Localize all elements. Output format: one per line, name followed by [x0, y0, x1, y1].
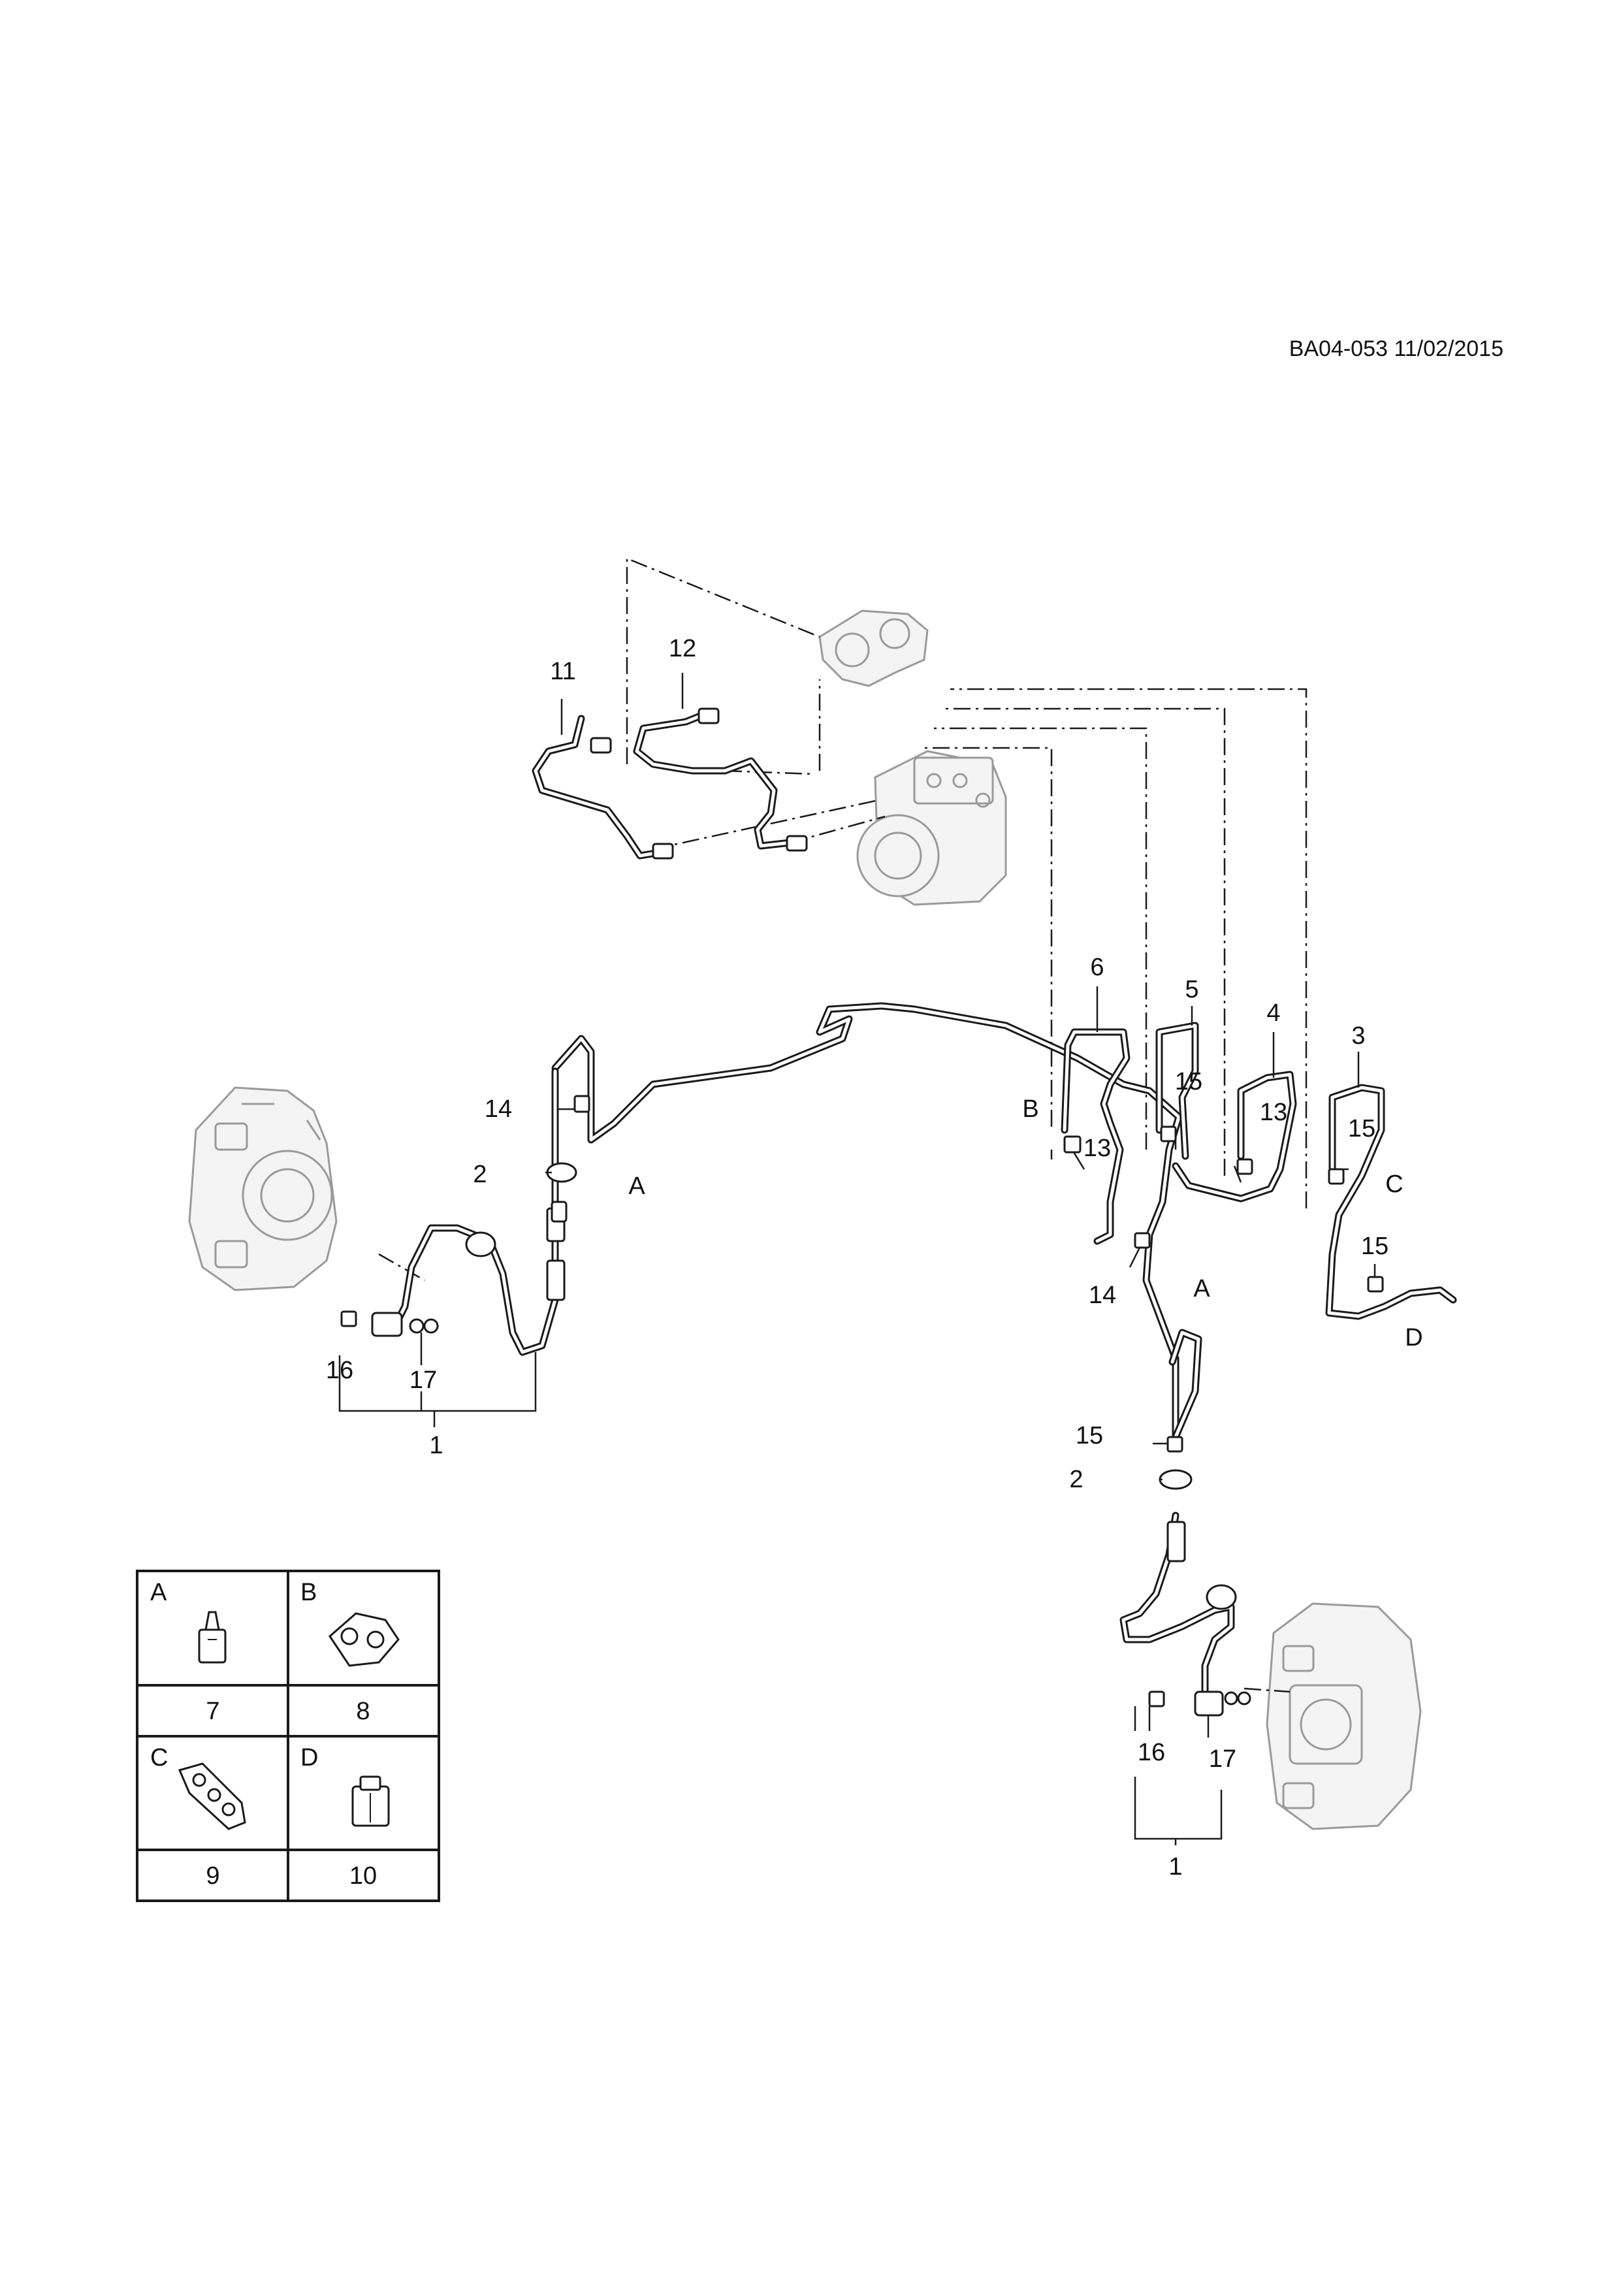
legend-number-9: 9 [206, 1862, 219, 1890]
fitting-14-left [573, 1095, 590, 1113]
letter-b: B [1022, 1095, 1038, 1123]
legend-number-7: 7 [206, 1698, 219, 1725]
legend-number-8: 8 [356, 1698, 370, 1725]
callout-16-a: 16 [326, 1357, 353, 1384]
callout-2-b: 2 [1069, 1466, 1083, 1493]
legend-number-10: 10 [349, 1862, 377, 1890]
clip-b-illustration [329, 1612, 400, 1667]
callout-5: 5 [1185, 976, 1198, 1003]
callouts: 11 12 6 5 4 3 15 13 15 13 14 2 15 14 15 … [326, 635, 1388, 1881]
callout-15-a: 15 [1175, 1068, 1202, 1095]
callout-17-a: 17 [409, 1366, 437, 1394]
callout-leaders [338, 673, 1376, 1845]
letter-a-left: A [628, 1172, 645, 1200]
callout-14-a: 14 [485, 1095, 512, 1123]
clip-d-illustration [351, 1775, 390, 1827]
letter-a-right: A [1193, 1275, 1210, 1302]
clip-c-illustration [178, 1762, 246, 1830]
callout-6: 6 [1090, 954, 1104, 981]
callout-13-b: 13 [1083, 1135, 1111, 1162]
bolt-16-right [1148, 1690, 1165, 1707]
fitting-15-3 [1328, 1168, 1345, 1185]
dash-leaders [378, 557, 1308, 1693]
callout-2-a: 2 [473, 1161, 487, 1188]
legend-letter-c: C [150, 1744, 168, 1771]
fitting-15-5 [1160, 1125, 1177, 1142]
callout-16-b: 16 [1138, 1739, 1165, 1766]
callout-12: 12 [669, 635, 696, 662]
callout-4: 4 [1266, 999, 1280, 1027]
letter-d: D [1405, 1324, 1422, 1351]
master-cylinder-valve-block [818, 609, 929, 687]
clip-a-illustration [198, 1611, 227, 1664]
callout-3: 3 [1351, 1022, 1365, 1050]
callout-15-d: 15 [1076, 1422, 1103, 1449]
letter-c: C [1385, 1171, 1403, 1198]
abs-modulator-unit [856, 750, 1007, 906]
left-brake-hose [371, 1067, 566, 1356]
legend-letter-d: D [300, 1744, 318, 1771]
callout-13-a: 13 [1260, 1099, 1287, 1126]
clip-letters: A B C A D [628, 1095, 1422, 1351]
legend-letter-b: B [300, 1579, 317, 1606]
right-brake-hose [1119, 1512, 1251, 1717]
fitting-15-c [1367, 1276, 1384, 1293]
fitting-13-4 [1236, 1158, 1253, 1175]
right-brake-caliper [1266, 1602, 1422, 1830]
fittings [340, 707, 1384, 1707]
callout-15-c: 15 [1361, 1233, 1388, 1260]
callout-14-b: 14 [1089, 1282, 1116, 1309]
brake-pipes [532, 711, 1457, 1441]
clip-legend-table: A B C D 7 8 9 10 [136, 1570, 440, 1902]
left-brake-caliper [188, 1086, 338, 1291]
callout-15-b: 15 [1348, 1115, 1375, 1142]
callout-17-b: 17 [1209, 1745, 1236, 1773]
fitting-15-right [1166, 1436, 1183, 1453]
callout-11: 11 [550, 658, 575, 685]
callout-1-a: 1 [429, 1432, 443, 1459]
fitting-13-b [1063, 1135, 1082, 1154]
diagram-reference: BA04-053 11/02/2015 [1289, 336, 1503, 361]
clip-2-right [1159, 1469, 1193, 1490]
bolt-16-left [340, 1310, 357, 1327]
callout-1-b: 1 [1168, 1853, 1182, 1881]
fitting-14-right [1134, 1232, 1151, 1249]
legend-letter-a: A [150, 1579, 167, 1606]
